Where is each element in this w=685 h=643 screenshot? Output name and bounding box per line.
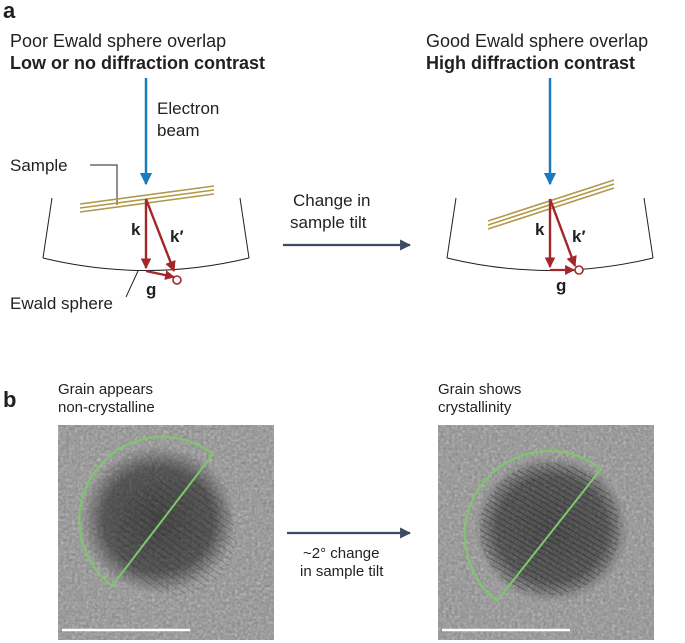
left-micrograph — [58, 425, 274, 640]
left-micrograph-caption-line1: Grain appears — [58, 381, 154, 398]
right-g-label: g — [556, 276, 567, 295]
left-k-prime-vector — [144, 198, 176, 273]
left-micrograph-caption-line2: non-crystalline — [58, 399, 155, 416]
ewald-sphere-label: Ewald sphere — [10, 294, 114, 313]
left-g-vector — [145, 269, 175, 280]
left-grain-outline — [78, 435, 215, 588]
panel-b-letter: b — [3, 387, 17, 412]
left-vectors — [140, 198, 182, 285]
panel-a-letter: a — [3, 0, 16, 23]
right-micrograph-caption-line1: Grain shows — [438, 381, 522, 398]
b-tilt-label-line1: ~2° change — [303, 545, 380, 562]
right-micrograph — [438, 425, 654, 640]
left-k-prime-label: k′ — [170, 227, 184, 246]
ewald-sphere-leader-line — [125, 270, 139, 298]
right-k-prime-vector — [548, 198, 577, 268]
right-subtitle: High diffraction contrast — [426, 53, 636, 73]
left-title: Poor Ewald sphere overlap — [10, 31, 227, 51]
left-k-label: k — [131, 220, 141, 239]
right-k-prime-label: k′ — [572, 227, 586, 246]
right-vectors — [544, 198, 584, 275]
sample-leader-line — [90, 164, 118, 205]
left-subtitle: Low or no diffraction contrast — [10, 53, 265, 73]
b-tilt-label-line2: in sample tilt — [300, 563, 384, 580]
left-g-label: g — [146, 280, 157, 299]
beam-label-line1: Electron — [157, 99, 220, 118]
right-reciprocal-point — [574, 265, 584, 275]
right-k-label: k — [535, 220, 545, 239]
left-ewald-sphere — [42, 197, 250, 271]
beam-label-line2: beam — [157, 121, 200, 140]
sample-label: Sample — [10, 156, 68, 175]
right-micrograph-caption-line2: crystallinity — [438, 399, 512, 416]
right-title: Good Ewald sphere overlap — [426, 31, 649, 51]
tilt-label-line1: Change in — [293, 191, 371, 210]
left-reciprocal-point — [172, 275, 182, 285]
tilt-label-line2: sample tilt — [290, 213, 367, 232]
right-grain-outline — [463, 450, 603, 603]
